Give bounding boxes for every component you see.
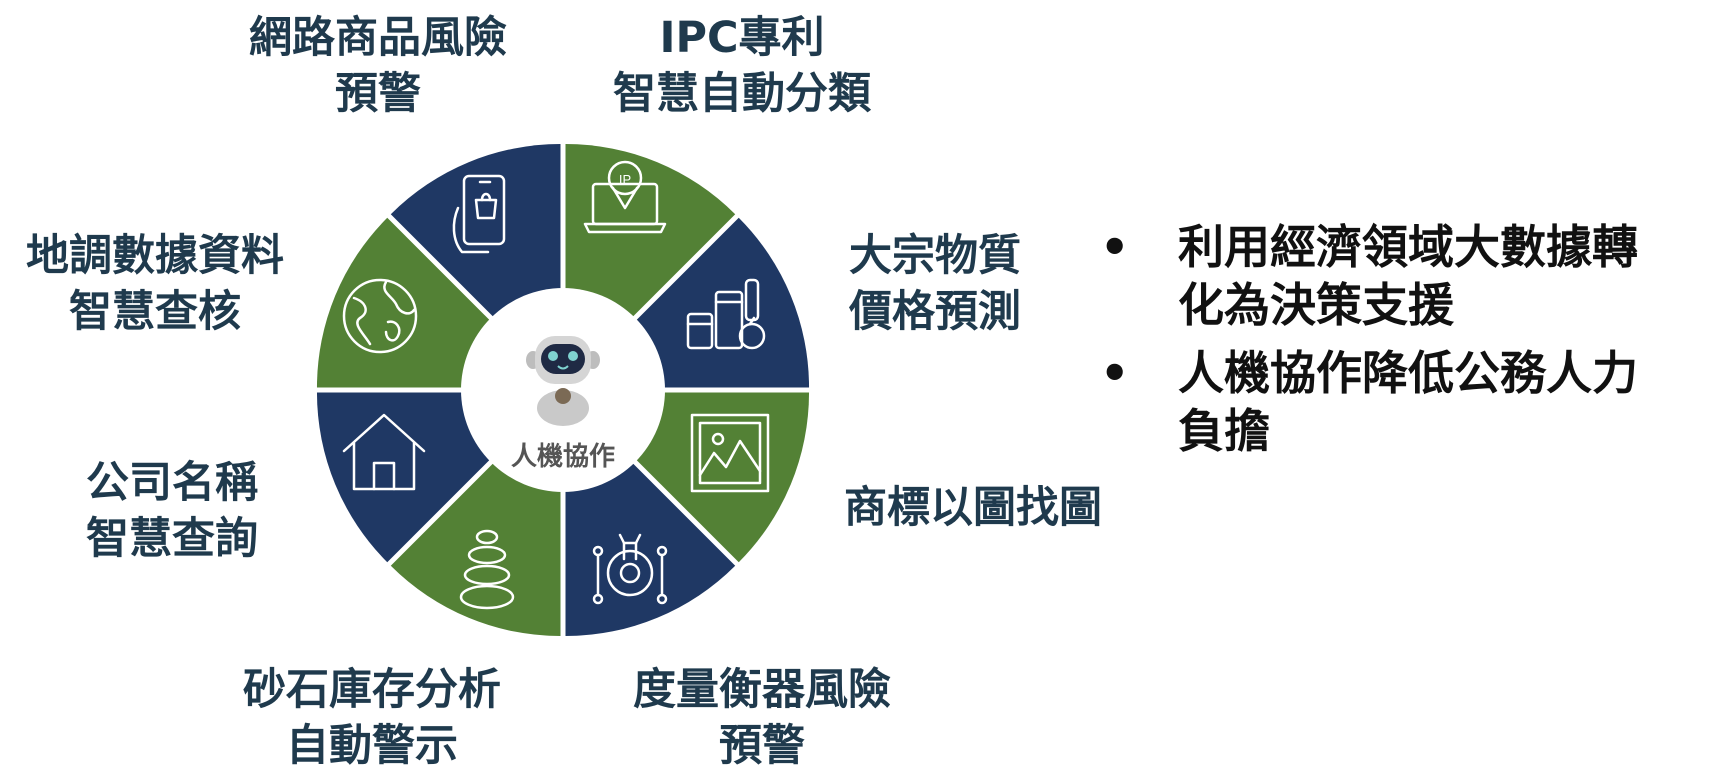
bullet-item: • 利用經濟領域大數據轉 化為決策支援 [1100, 218, 1700, 334]
bullet-dot: • [1100, 220, 1130, 274]
label-gravel: 砂石庫存分析 自動警示 [243, 662, 501, 774]
bullet-line: 負擔 [1178, 404, 1270, 458]
label-line: 智慧自動分類 [613, 69, 871, 119]
bullet-line: 利用經濟領域大數據轉 [1178, 220, 1638, 274]
groceries-icon [686, 278, 766, 350]
label-line: 商標以圖找圖 [844, 483, 1102, 533]
label-line: 大宗物質 [849, 231, 1021, 281]
label-line: IPC專利 [659, 13, 825, 63]
robot-icon [526, 336, 600, 426]
label-line: 網路商品風險 [249, 13, 507, 63]
gear-wrench-icon [592, 533, 668, 605]
stacked-stones-icon [459, 529, 515, 610]
label-line: 地調數據資料 [26, 231, 284, 281]
label-line: 預警 [719, 721, 805, 771]
bullet-list: • 利用經濟領域大數據轉 化為決策支援 • 人機協作降低公務人力 負擔 [1100, 218, 1700, 460]
svg-text:IP: IP [619, 172, 631, 187]
globe-icon [342, 278, 418, 354]
image-frame-icon [690, 413, 770, 493]
label-line: 公司名稱 [86, 458, 258, 508]
center-label: 人機協作 [511, 442, 615, 472]
label-line: 自動警示 [286, 721, 458, 771]
label-line: 砂石庫存分析 [243, 665, 501, 715]
phone-shopping-icon [452, 174, 506, 254]
label-trademark: 商標以圖找圖 [844, 480, 1102, 536]
label-line: 預警 [335, 69, 421, 119]
label-ecommerce: 網路商品風險 預警 [249, 10, 507, 122]
label-metrology: 度量衡器風險 預警 [633, 662, 891, 774]
bullet-item: • 人機協作降低公務人力 負擔 [1100, 344, 1700, 460]
label-line: 度量衡器風險 [633, 665, 891, 715]
ip-laptop-icon: IP [583, 160, 667, 234]
label-geo: 地調數據資料 智慧查核 [26, 228, 284, 340]
bullet-line: 化為決策支援 [1178, 278, 1454, 332]
label-company: 公司名稱 智慧查詢 [86, 455, 258, 567]
bullet-dot: • [1100, 346, 1130, 400]
label-ipc: IPC專利 智慧自動分類 [613, 10, 871, 122]
house-icon [342, 413, 426, 491]
label-line: 智慧查核 [69, 287, 241, 337]
label-line: 智慧查詢 [86, 514, 258, 564]
label-line: 價格預測 [849, 287, 1021, 337]
label-commodity: 大宗物質 價格預測 [849, 228, 1021, 340]
bullet-line: 人機協作降低公務人力 [1178, 346, 1638, 400]
